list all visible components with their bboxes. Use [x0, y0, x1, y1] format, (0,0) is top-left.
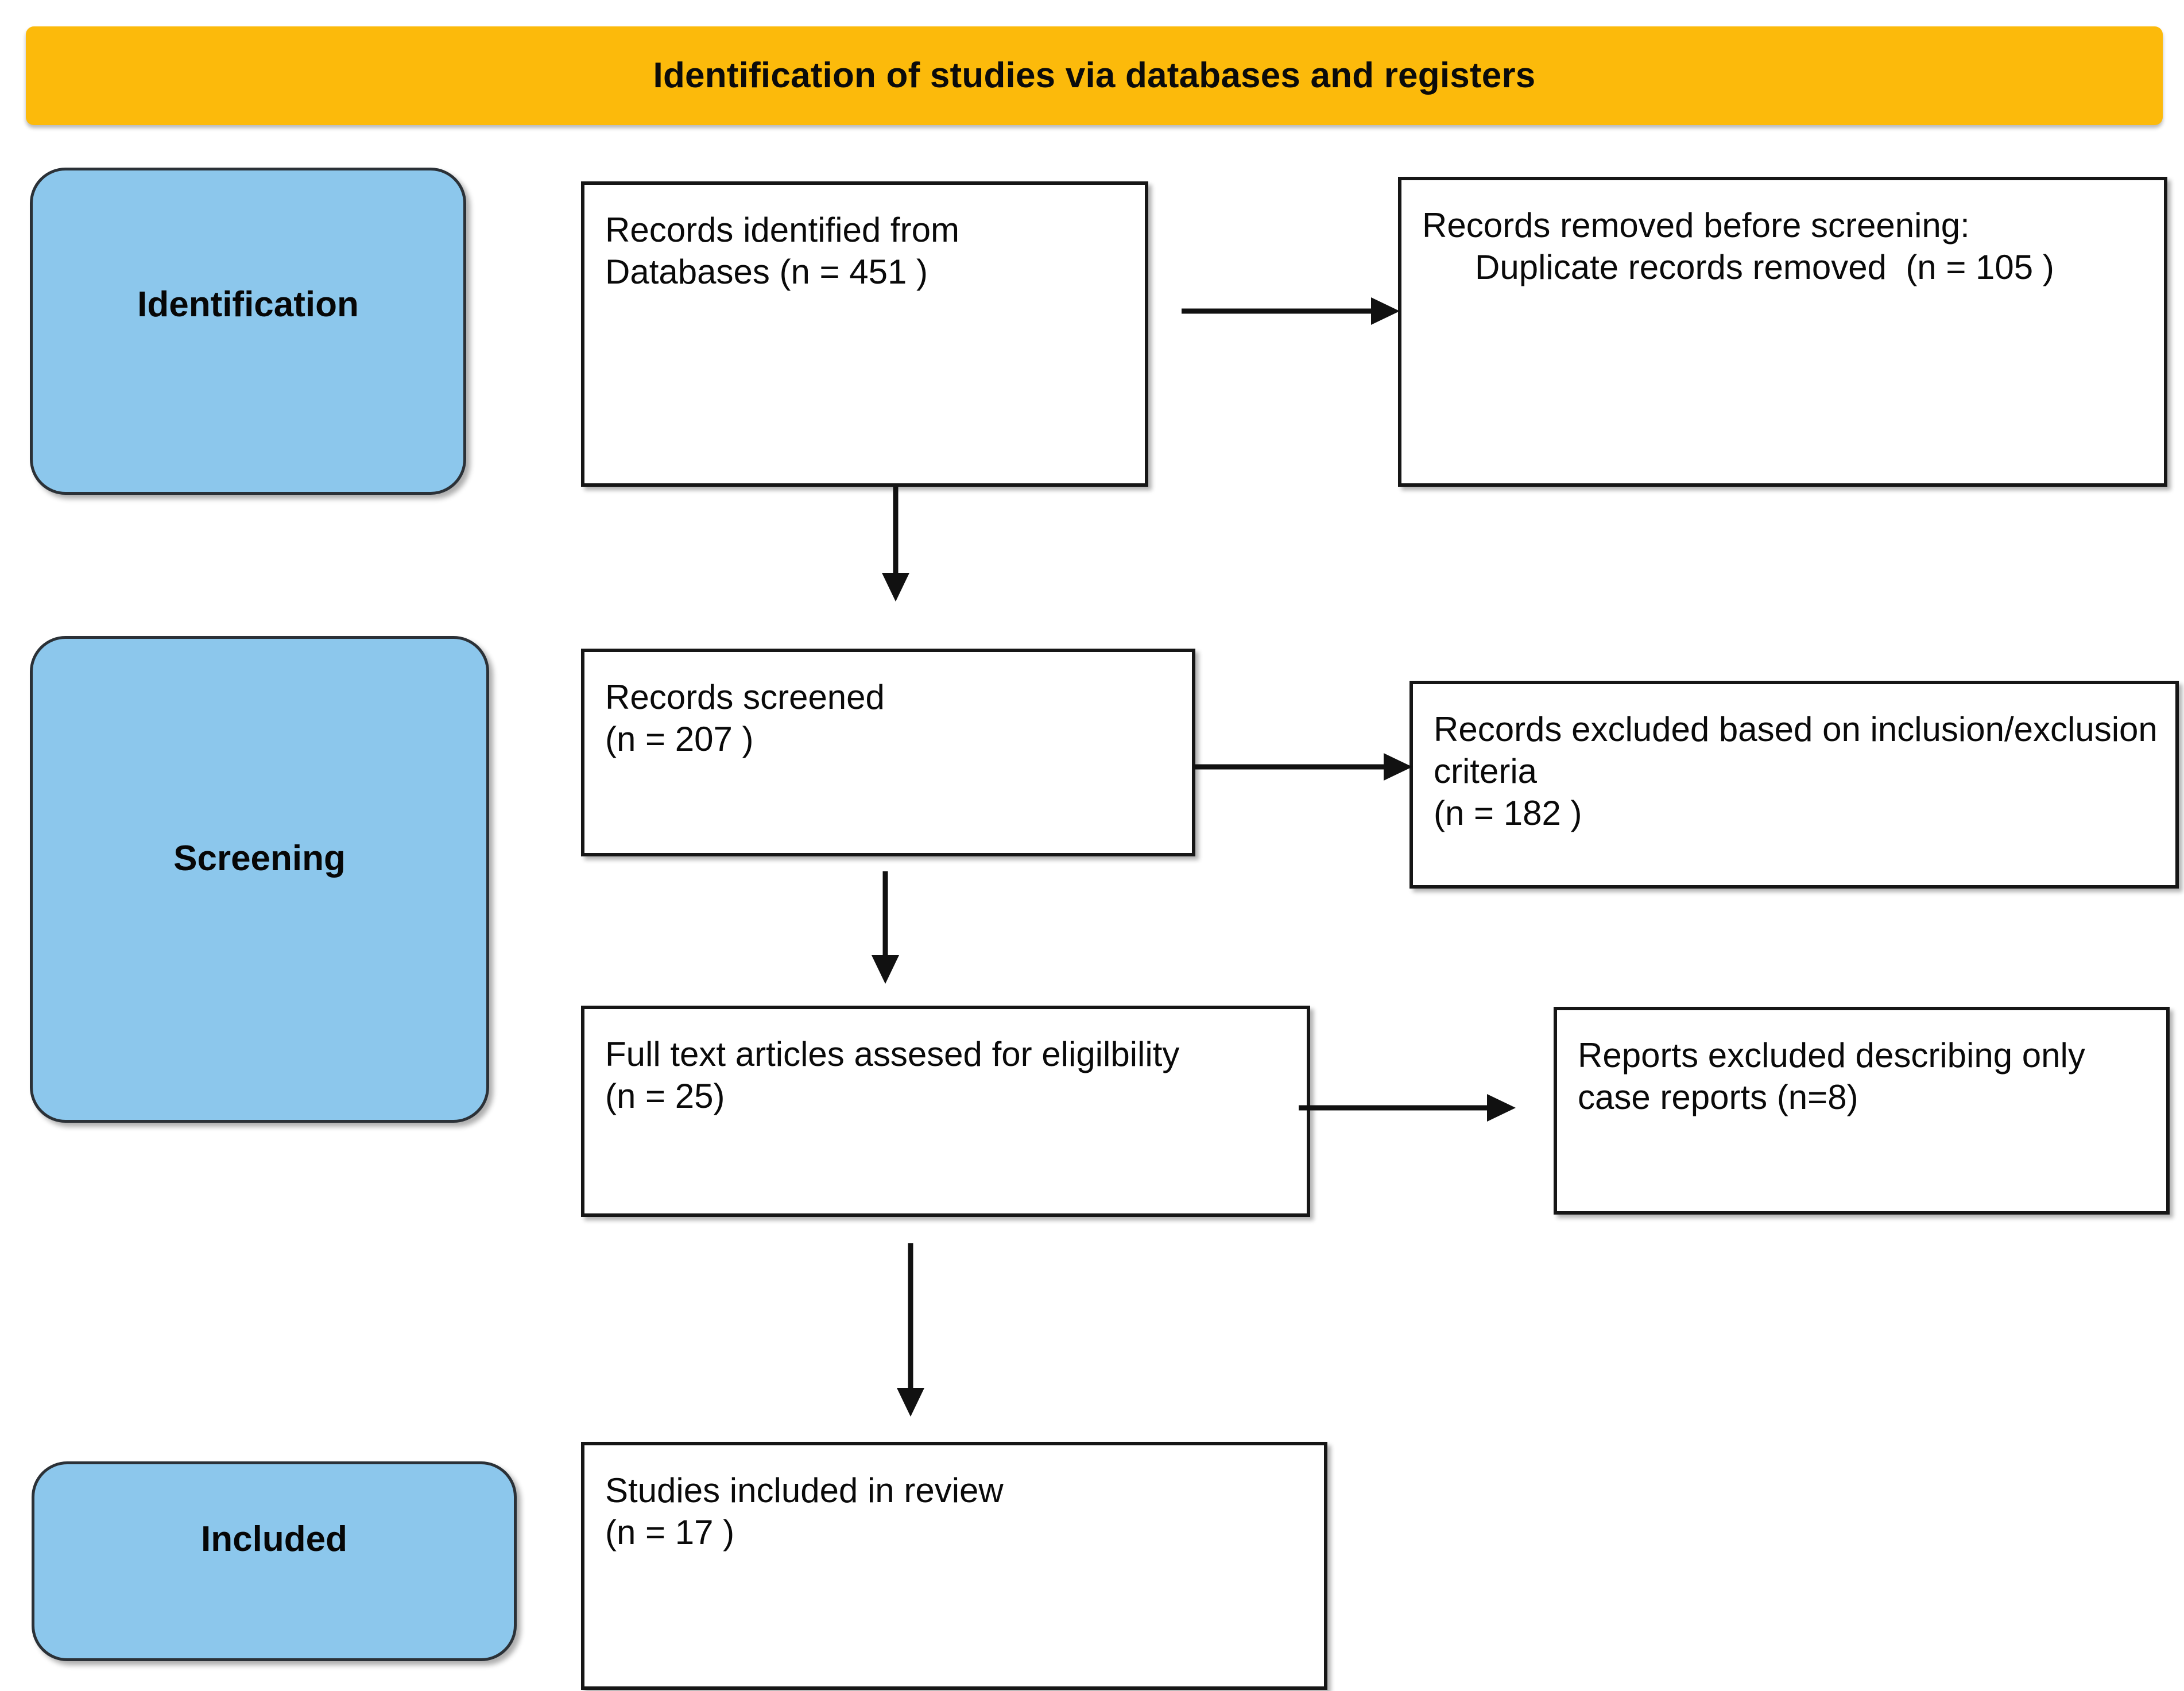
- arrow-right-icon-fulltext-to-reports-excluded: [1299, 1091, 1516, 1125]
- box-reports-excluded: Reports excluded describing only case re…: [1554, 1007, 2170, 1215]
- arrow-down-icon-fulltext-to-studies-included: [893, 1243, 928, 1417]
- header-banner: Identification of studies via databases …: [26, 26, 2163, 125]
- box-records-identified: Records identified from Databases (n = 4…: [581, 181, 1148, 487]
- stage-box-identification: Identification: [30, 168, 466, 495]
- fulltext-assessed-text: Full text articles assesed for eligilbil…: [605, 1035, 1180, 1116]
- stage-box-screening: Screening: [30, 636, 489, 1123]
- arrow-right-icon-identified-to-removed: [1182, 294, 1400, 328]
- stage-box-included: Included: [32, 1461, 517, 1661]
- studies-included-text: Studies included in review (n = 17 ): [605, 1471, 1004, 1552]
- records-identified-text: Records identified from Databases (n = 4…: [605, 211, 969, 292]
- stage-label-identification: Identification: [137, 285, 359, 324]
- stage-label-included: Included: [201, 1519, 347, 1559]
- box-studies-included: Studies included in review (n = 17 ): [581, 1442, 1327, 1690]
- box-records-screened: Records screened (n = 207 ): [581, 649, 1195, 856]
- banner-title: Identification of studies via databases …: [653, 56, 1536, 95]
- arrow-down-icon-screened-to-fulltext: [868, 871, 903, 984]
- stage-label-screening: Screening: [173, 839, 346, 878]
- box-fulltext-assessed: Full text articles assesed for eligilbil…: [581, 1006, 1310, 1217]
- records-excluded-text: Records excluded based on inclusion/excl…: [1434, 710, 2158, 833]
- records-removed-detail: Duplicate records removed (n = 105 ): [1475, 248, 2054, 287]
- records-removed-heading: Records removed before screening:: [1422, 206, 1970, 245]
- arrow-right-icon-screened-to-excluded: [1193, 750, 1412, 784]
- reports-excluded-text: Reports excluded describing only case re…: [1578, 1036, 2095, 1117]
- box-records-removed: Records removed before screening: Duplic…: [1398, 177, 2167, 487]
- arrow-down-icon-identified-to-screened: [878, 487, 913, 602]
- box-records-excluded: Records excluded based on inclusion/excl…: [1409, 681, 2179, 889]
- records-screened-text: Records screened (n = 207 ): [605, 678, 885, 759]
